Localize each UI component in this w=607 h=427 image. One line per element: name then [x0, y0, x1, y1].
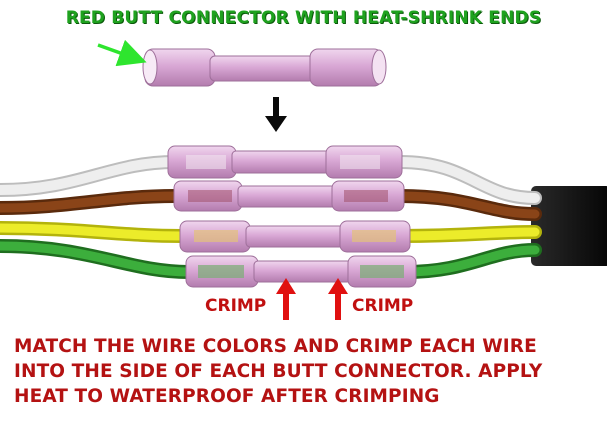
connector-green — [185, 255, 417, 288]
connector-white — [167, 145, 403, 179]
cable-jacket — [531, 186, 607, 266]
right-wires — [393, 155, 542, 279]
instructions-text: MATCH THE WIRE COLORS AND CRIMP EACH WIR… — [14, 334, 604, 409]
left-wires — [0, 155, 195, 279]
instructions-line-3: HEAT TO WATERPROOF AFTER CRIMPING — [14, 386, 440, 407]
crimp-label-right: CRIMP — [352, 296, 414, 316]
connector-yellow — [179, 220, 411, 253]
diagram-title: RED BUTT CONNECTOR WITH HEAT-SHRINK ENDS — [65, 8, 542, 28]
crimp-arrow-right-icon — [328, 278, 348, 320]
connector-brown — [173, 180, 405, 212]
loose-butt-connector — [142, 48, 387, 87]
pointer-arrow-icon — [97, 39, 147, 67]
crimp-label-left: CRIMP — [205, 296, 267, 316]
crimp-arrow-left-icon — [276, 278, 296, 320]
installed-connectors — [167, 145, 417, 288]
down-arrow-icon — [265, 97, 287, 132]
instructions-line-2: INTO THE SIDE OF EACH BUTT CONNECTOR. AP… — [14, 361, 543, 382]
instructions-line-1: MATCH THE WIRE COLORS AND CRIMP EACH WIR… — [14, 336, 537, 357]
